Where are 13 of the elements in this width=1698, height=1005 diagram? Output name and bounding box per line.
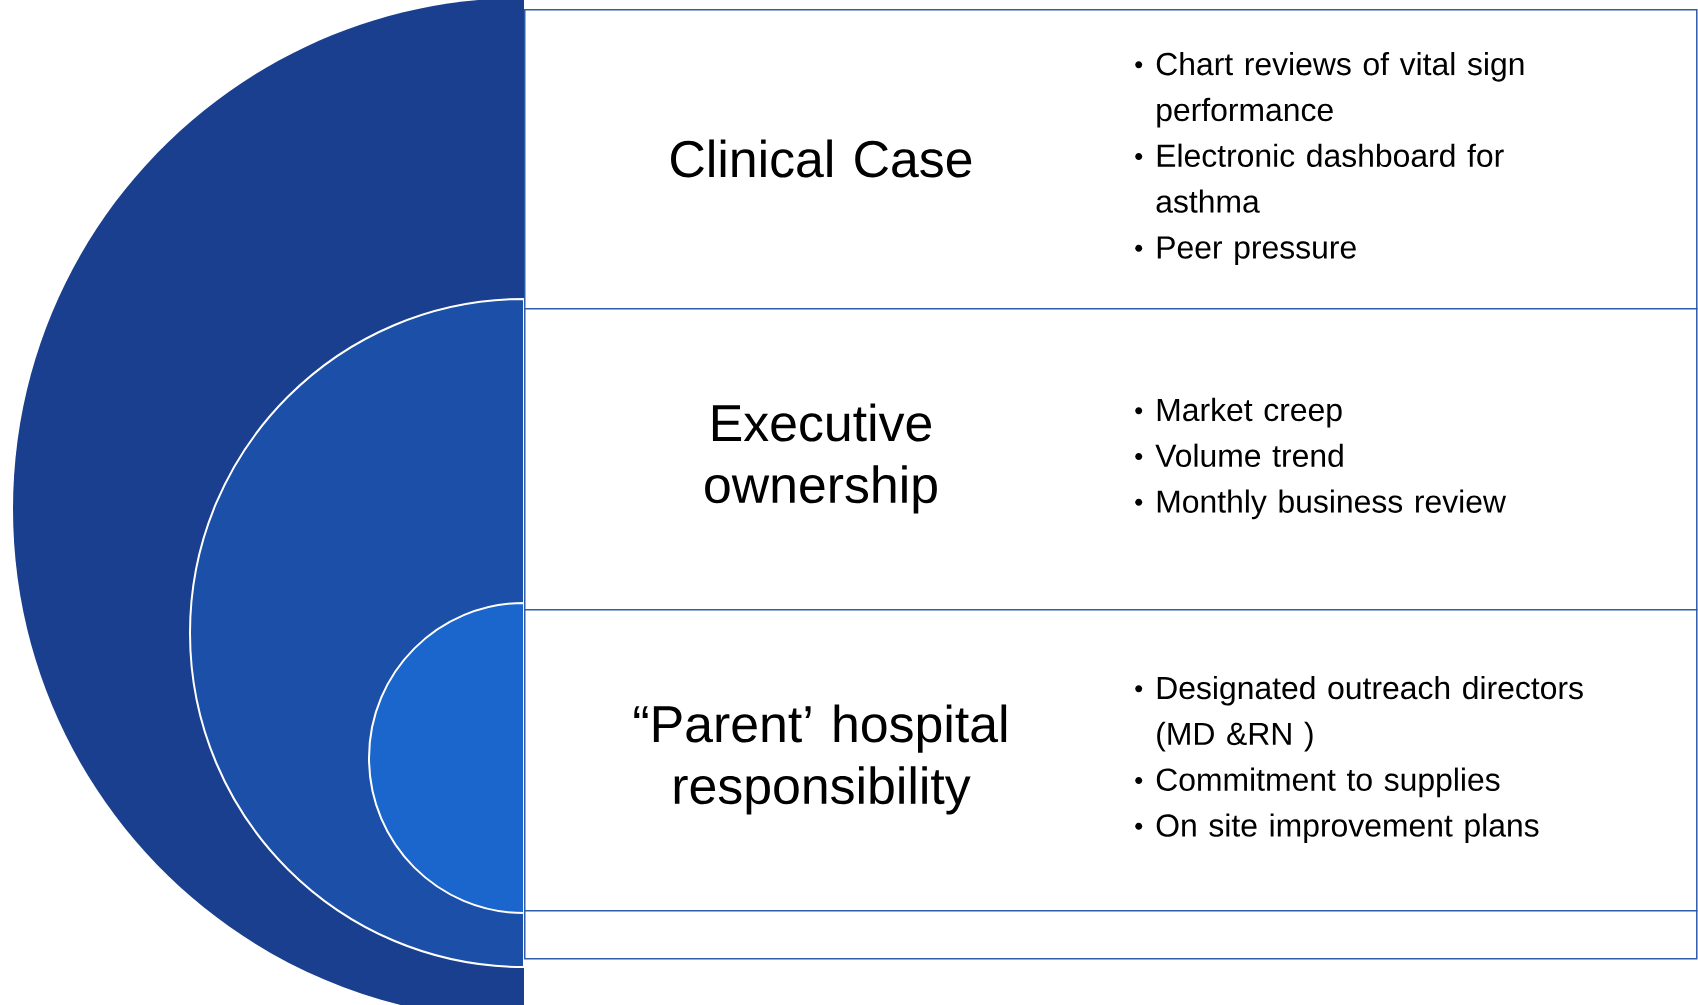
row-heading: Executive ownership	[705, 403, 937, 514]
bullet-item: Commitment to supplies	[1135, 767, 1500, 798]
row-heading: “Parent’ hospital responsibility	[634, 704, 1007, 815]
bullet-item: Chart reviews of vital sign performance	[1135, 52, 1524, 128]
bullet-item: Volume trend	[1135, 443, 1343, 468]
bullet-item: Electronic dashboard for asthma	[1135, 143, 1504, 213]
row-heading: Clinical Case	[671, 139, 972, 178]
bullet-item: Designated outreach directors (MD &RN )	[1135, 675, 1583, 752]
bullet-item: Peer pressure	[1135, 236, 1356, 265]
bullet-item: Market creep	[1135, 397, 1342, 428]
bullet-item: Monthly business review	[1135, 489, 1507, 520]
empty-box	[524, 910, 1698, 960]
bullet-item: On site improvement plans	[1135, 813, 1539, 844]
